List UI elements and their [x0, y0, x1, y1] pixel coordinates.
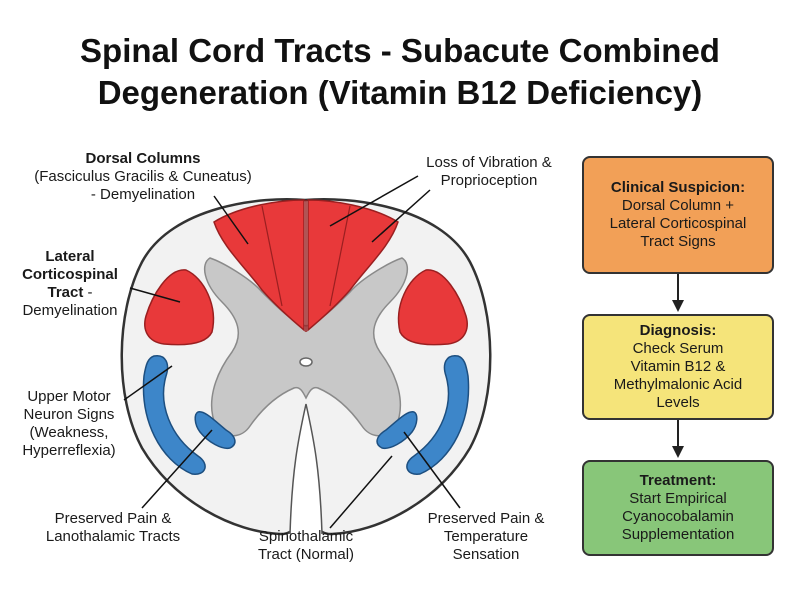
flowchart-treatment-box: Treatment: Start Empirical Cyanocobalami…: [582, 460, 774, 556]
clinical-line3: Tract Signs: [640, 233, 716, 250]
spinothalamic-right: [376, 411, 418, 450]
label-loss-vibration-line1: Loss of Vibration &: [426, 154, 552, 171]
label-upper-motor-neuron: Upper Motor Neuron Signs (Weakness, Hype…: [14, 388, 124, 460]
leader-spinothalamic: [329, 455, 393, 529]
label-spinothalamic-line1: Spinothalamic: [258, 528, 354, 545]
clinical-heading: Clinical Suspicion:: [610, 179, 746, 196]
flowchart-diagnosis-box: Diagnosis: Check Serum Vitamin B12 & Met…: [582, 314, 774, 420]
leader-lateral-corticospinal: [129, 287, 181, 303]
anterior-median-fissure: [289, 403, 323, 535]
label-lateral-line3: Tract -: [10, 284, 130, 302]
treatment-line2: Cyanocobalamin: [622, 508, 734, 525]
dorsal-column-right: [307, 199, 399, 332]
label-spinothalamic-line2: Tract (Normal): [257, 546, 355, 563]
label-upper-line1: Upper Motor: [27, 388, 111, 405]
label-lateral-line3-bold: Tract: [47, 284, 84, 301]
label-dorsal-columns: Dorsal Columns (Fasciculus Gracilis & Cu…: [10, 150, 276, 204]
page-title: Spinal Cord Tracts - Subacute Combined D…: [0, 30, 800, 114]
treatment-line1: Start Empirical: [629, 490, 727, 507]
leader-loss-vibration-2: [371, 189, 431, 243]
label-preserved-right: Preserved Pain & Temperature Sensation: [402, 510, 570, 564]
diagnosis-heading: Diagnosis:: [639, 322, 717, 339]
label-lateral-line2: Corticospinal: [22, 266, 118, 283]
diagnosis-line3: Methylmalonic Acid: [613, 376, 743, 393]
diagnosis-line2: Vitamin B12 &: [630, 358, 726, 375]
flowchart-clinical-box: Clinical Suspicion: Dorsal Column + Late…: [582, 156, 774, 274]
leader-dorsal-columns: [213, 195, 249, 245]
treatment-line3: Supplementation: [621, 526, 735, 543]
label-preserved-right-line2: Temperature: [443, 528, 529, 545]
title-line-1: Spinal Cord Tracts - Subacute Combined: [80, 32, 720, 69]
spinocerebellar-right: [406, 355, 470, 475]
label-preserved-left-line1: Preserved Pain &: [54, 510, 172, 527]
gracilis-cuneatus-divider-right: [329, 205, 351, 307]
spinocerebellar-left: [142, 355, 206, 475]
central-canal: [299, 357, 313, 367]
label-dorsal-columns-line3: - Demyelination: [90, 186, 196, 203]
spinothalamic-left: [194, 411, 236, 450]
label-spinothalamic: Spinothalamic Tract (Normal): [236, 528, 376, 564]
diagnosis-line4: Levels: [656, 394, 700, 411]
treatment-heading: Treatment:: [639, 472, 717, 489]
label-loss-vibration-line2: Proprioception: [440, 172, 538, 189]
label-dorsal-columns-line2: (Fasciculus Gracilis & Cuneatus): [34, 168, 252, 185]
grey-matter: [203, 257, 409, 437]
lateral-corticospinal-right: [397, 269, 468, 346]
label-preserved-right-line3: Sensation: [452, 546, 520, 563]
label-dorsal-columns-heading: Dorsal Columns: [85, 150, 201, 167]
label-lateral-corticospinal: Lateral Corticospinal Tract - Demyelinat…: [10, 248, 130, 320]
label-preserved-left-line2: Lanothalamic Tracts: [45, 528, 181, 545]
label-preserved-right-line1: Preserved Pain &: [427, 510, 545, 527]
diagnosis-line1: Check Serum: [632, 340, 724, 357]
label-upper-line2: Neuron Signs: [23, 406, 115, 423]
label-loss-vibration: Loss of Vibration & Proprioception: [400, 154, 578, 190]
label-lateral-line4: Demyelination: [22, 302, 118, 319]
leader-preserved-right: [403, 431, 461, 509]
label-upper-line4: Hyperreflexia): [22, 442, 116, 459]
label-preserved-left: Preserved Pain & Lanothalamic Tracts: [24, 510, 202, 546]
label-upper-line3: (Weakness,: [29, 424, 109, 441]
label-lateral-line3-rest: -: [83, 284, 93, 301]
clinical-line2: Lateral Corticospinal: [609, 215, 747, 232]
arrow-clinical-to-diagnosis: [672, 274, 684, 312]
label-lateral-line1: Lateral: [45, 248, 95, 265]
leader-preserved-left: [141, 429, 213, 509]
arrow-diagnosis-to-treatment: [672, 420, 684, 458]
leader-loss-vibration-1: [329, 175, 419, 227]
gracilis-cuneatus-divider-left: [261, 205, 283, 307]
dorsal-column-left: [213, 199, 305, 332]
title-line-2: Degeneration (Vitamin B12 Deficiency): [97, 74, 703, 111]
clinical-line1: Dorsal Column +: [621, 197, 735, 214]
leader-upper-motor: [123, 365, 173, 401]
